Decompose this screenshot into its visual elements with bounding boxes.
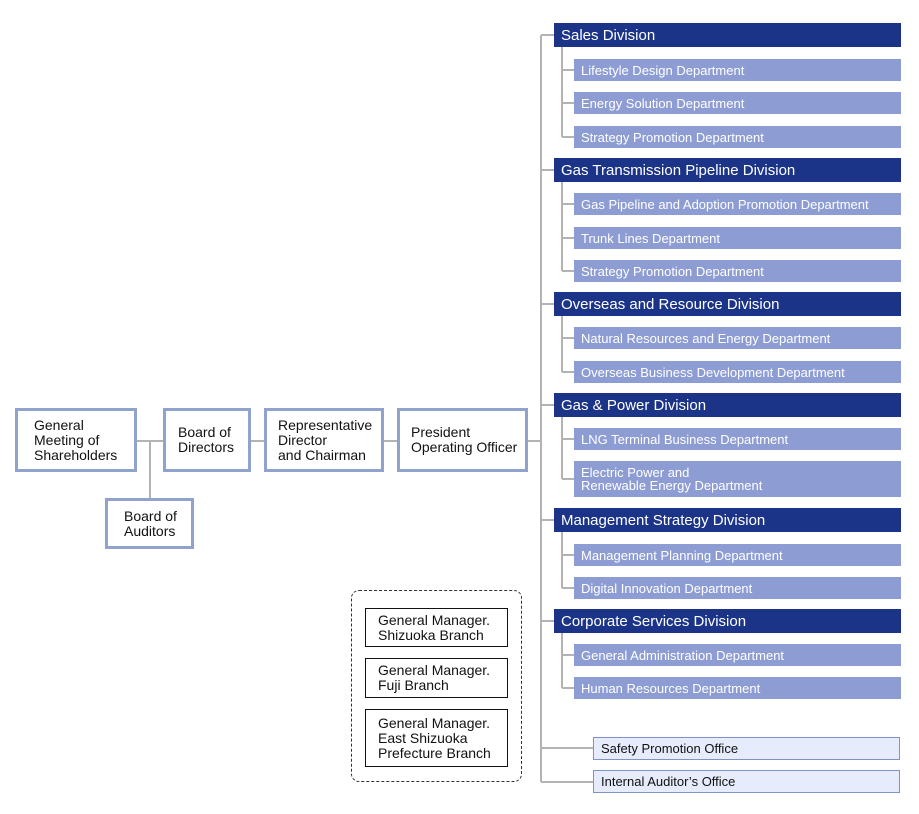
department-general-administration: General Administration Department (574, 644, 901, 666)
office-internal-auditor: Internal Auditor’s Office (593, 770, 900, 793)
department-trunk-lines: Trunk Lines Department (574, 227, 901, 249)
general-meeting-box: General Meeting of Shareholders (15, 408, 137, 472)
department-strategy-promotion-2: Strategy Promotion Department (574, 260, 901, 282)
department-energy-solution: Energy Solution Department (574, 92, 901, 114)
department-human-resources: Human Resources Department (574, 677, 901, 699)
division-overseas-resource: Overseas and Resource Division (554, 292, 901, 316)
division-gas-power: Gas & Power Division (554, 393, 901, 417)
division-management-strategy: Management Strategy Division (554, 508, 901, 532)
chairman-box: Representative Director and Chairman (264, 408, 384, 472)
office-safety-promotion: Safety Promotion Office (593, 737, 900, 760)
branch-shizuoka-box: General Manager. Shizuoka Branch (365, 608, 508, 647)
department-gas-pipeline-adoption: Gas Pipeline and Adoption Promotion Depa… (574, 193, 901, 215)
department-lifestyle-design: Lifestyle Design Department (574, 59, 901, 81)
department-strategy-promotion: Strategy Promotion Department (574, 126, 901, 148)
division-corporate-services: Corporate Services Division (554, 609, 901, 633)
board-of-directors-box: Board of Directors (163, 408, 251, 472)
division-gas-transmission-pipeline: Gas Transmission Pipeline Division (554, 158, 901, 182)
department-overseas-business-development: Overseas Business Development Department (574, 361, 901, 383)
department-lng-terminal: LNG Terminal Business Department (574, 428, 901, 450)
department-management-planning: Management Planning Department (574, 544, 901, 566)
department-electric-power-renewable: Electric Power and Renewable Energy Depa… (574, 461, 901, 497)
department-natural-resources-energy: Natural Resources and Energy Department (574, 327, 901, 349)
division-sales: Sales Division (554, 23, 901, 47)
branches-group (351, 590, 522, 782)
board-of-auditors-box: Board of Auditors (105, 498, 194, 549)
branch-fuji-box: General Manager. Fuji Branch (365, 658, 508, 698)
department-digital-innovation: Digital Innovation Department (574, 577, 901, 599)
branch-east-shizuoka-box: General Manager. East Shizuoka Prefectur… (365, 709, 508, 767)
president-box: President Operating Officer (397, 408, 528, 472)
